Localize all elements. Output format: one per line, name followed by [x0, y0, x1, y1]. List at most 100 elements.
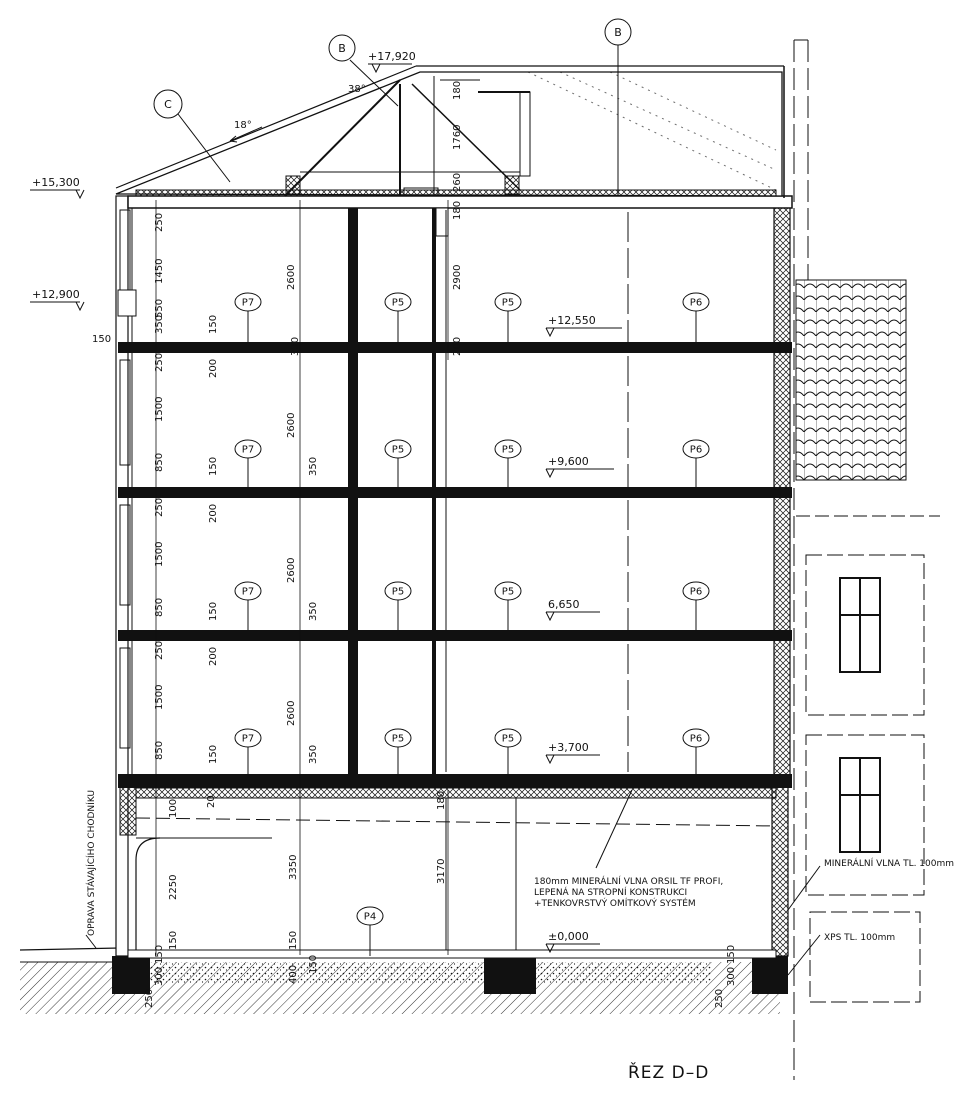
ground-mid-dim-1: 20	[206, 795, 217, 808]
level-roof-ridge: +17,920	[368, 50, 416, 63]
neighbor-window-lower	[839, 757, 881, 853]
floor-tag-1-0: P7	[242, 734, 254, 745]
floor-tag-1-2: P5	[502, 734, 514, 745]
f4-mid-dim-5: 200	[452, 337, 463, 356]
floor-tag-1-3: P6	[690, 734, 702, 745]
floor2-mid-dim-2: 2600	[286, 558, 297, 583]
f4-left-dim-4: 350	[154, 315, 165, 334]
floor-tag-4-2: P5	[502, 298, 514, 309]
f4-mid-dim-4: 2900	[452, 265, 463, 290]
floor-tag-ground: P4	[364, 912, 376, 923]
foundations	[112, 956, 788, 994]
floor3-left-dim-3: 850	[154, 453, 165, 472]
ceiling-insulation-note-2: LEPENÁ NA STROPNÍ KONSTRUKCI	[534, 886, 687, 898]
roof-dim-2: 1760	[452, 125, 463, 150]
found-left-dim-2: 300	[154, 967, 165, 986]
floor2-left-dim-3: 850	[154, 598, 165, 617]
leader-lines	[85, 789, 821, 976]
floor-tag-4-3: P6	[690, 298, 702, 309]
floor-tag-1-3-bubble	[682, 728, 710, 748]
floor-tag-ground-bubble	[356, 906, 384, 926]
floor1-left-dim-1: 250	[154, 641, 165, 660]
section-mark-b1: B	[338, 42, 346, 55]
section-mark-b2: B	[614, 26, 622, 39]
f4-mid-dim-2: 150	[208, 315, 219, 334]
level-ground: ±0,000	[548, 930, 589, 943]
floor-tag-3-3: P6	[690, 445, 702, 456]
roof-dim-3: 260	[452, 173, 463, 192]
floor1-left-dim-3: 850	[154, 741, 165, 760]
f4-mid-dim-1: 2600	[286, 265, 297, 290]
level-eave: +15,300	[32, 176, 80, 189]
floor-tag-1-1: P5	[392, 734, 404, 745]
ground-mid-dim-3: 150	[288, 931, 299, 950]
found-right-dim-3: 150	[726, 945, 737, 964]
sidewalk-note: OPRAVA STÁVAJÍCÍHO CHODNÍKU	[85, 790, 97, 936]
roof-angle-steep: 38°	[348, 84, 366, 95]
floor1-mid-dim-1: 200	[208, 647, 219, 666]
wall-insulation-note: MINERÁLNÍ VLNA TL. 100mm	[824, 857, 954, 869]
f4-left-dim-3: 550	[154, 299, 165, 318]
level-floor-4: +12,550	[548, 314, 596, 327]
found-left-dim-3: 150	[154, 945, 165, 964]
ground-mid-dim-5: 3170	[436, 859, 447, 884]
floor3-mid-dim-4: 350	[308, 457, 319, 476]
f4-mid-dim-3: 330	[290, 337, 301, 356]
floor-tag-3-3-bubble	[682, 439, 710, 459]
level-markers	[30, 63, 622, 954]
roof-angle-shallow: 18°	[234, 120, 252, 131]
floor-tag-2-2: P5	[502, 587, 514, 598]
interior-walls	[135, 207, 777, 950]
floor3-left-dim-2: 1500	[154, 397, 165, 422]
floor1-mid-dim-2: 2600	[286, 701, 297, 726]
floor-tag-4-2-bubble	[494, 292, 522, 312]
floor1-mid-dim-4: 350	[308, 745, 319, 764]
ground-left-dim-3: 150	[168, 931, 179, 950]
ceiling-insulation-note-3: +TENKOVRSTVÝ OMÍTKOVÝ SYSTÉM	[534, 897, 696, 909]
level-floor-3: +9,600	[548, 455, 589, 468]
floor1-left-dim-2: 1500	[154, 685, 165, 710]
floor2-left-dim-1: 250	[154, 498, 165, 517]
eave-dim: 150	[92, 334, 111, 345]
floor-tag-4-1: P5	[392, 298, 404, 309]
ceiling-insulation-note-1: 180mm MINERÁLNÍ VLNA ORSIL TF PROFI,	[534, 875, 723, 887]
section-title: ŘEZ D–D	[628, 1061, 709, 1083]
found-mid-dim-1: 400	[288, 965, 299, 984]
floor-tag-3-0-bubble	[234, 439, 262, 459]
found-left-dim-1: 250	[144, 989, 155, 1008]
ground-left-dim-1: 100	[168, 799, 179, 818]
floor2-mid-dim-4: 350	[308, 602, 319, 621]
floor-tag-3-0: P7	[242, 445, 254, 456]
floor-tag-2-3: P6	[690, 587, 702, 598]
floor-tag-3-1: P5	[392, 445, 404, 456]
section-marks	[153, 18, 632, 196]
floor3-mid-dim-2: 2600	[286, 413, 297, 438]
neighbor-window-upper	[839, 577, 881, 673]
floor-tag-3-2: P5	[502, 445, 514, 456]
facade-windows	[117, 209, 137, 749]
found-mid-dim-2: 150	[308, 955, 319, 974]
floor-tag-2-3-bubble	[682, 581, 710, 601]
drawing-texts: ŘEZ D–D +17,920 +15,300 +12,900 +12,550 +9,60…	[32, 26, 954, 1083]
xps-note: XPS TL. 100mm	[824, 933, 895, 943]
floor1-mid-dim-3: 150	[208, 745, 219, 764]
level-cornice: +12,900	[32, 288, 80, 301]
floor-tag-3-1-bubble	[384, 439, 412, 459]
level-floor-2: 6,650	[548, 598, 580, 611]
f4-left-dim-2: 1450	[154, 259, 165, 284]
floor-tag-2-1-bubble	[384, 581, 412, 601]
dimension-lines	[135, 79, 480, 955]
floor3-left-dim-1: 250	[154, 353, 165, 372]
roof-dim-1: 180	[452, 81, 463, 100]
roof-dim-4: 180	[452, 201, 463, 220]
floor2-mid-dim-3: 150	[208, 602, 219, 621]
floor-tag-2-2-bubble	[494, 581, 522, 601]
floor2-left-dim-2: 1500	[154, 542, 165, 567]
floor-tag-1-2-bubble	[494, 728, 522, 748]
floor3-mid-dim-3: 150	[208, 457, 219, 476]
level-floor-1: +3,700	[548, 741, 589, 754]
ground-mid-dim-2: 3350	[288, 855, 299, 880]
floor-tag-4-1-bubble	[384, 292, 412, 312]
floor3-mid-dim-1: 200	[208, 359, 219, 378]
